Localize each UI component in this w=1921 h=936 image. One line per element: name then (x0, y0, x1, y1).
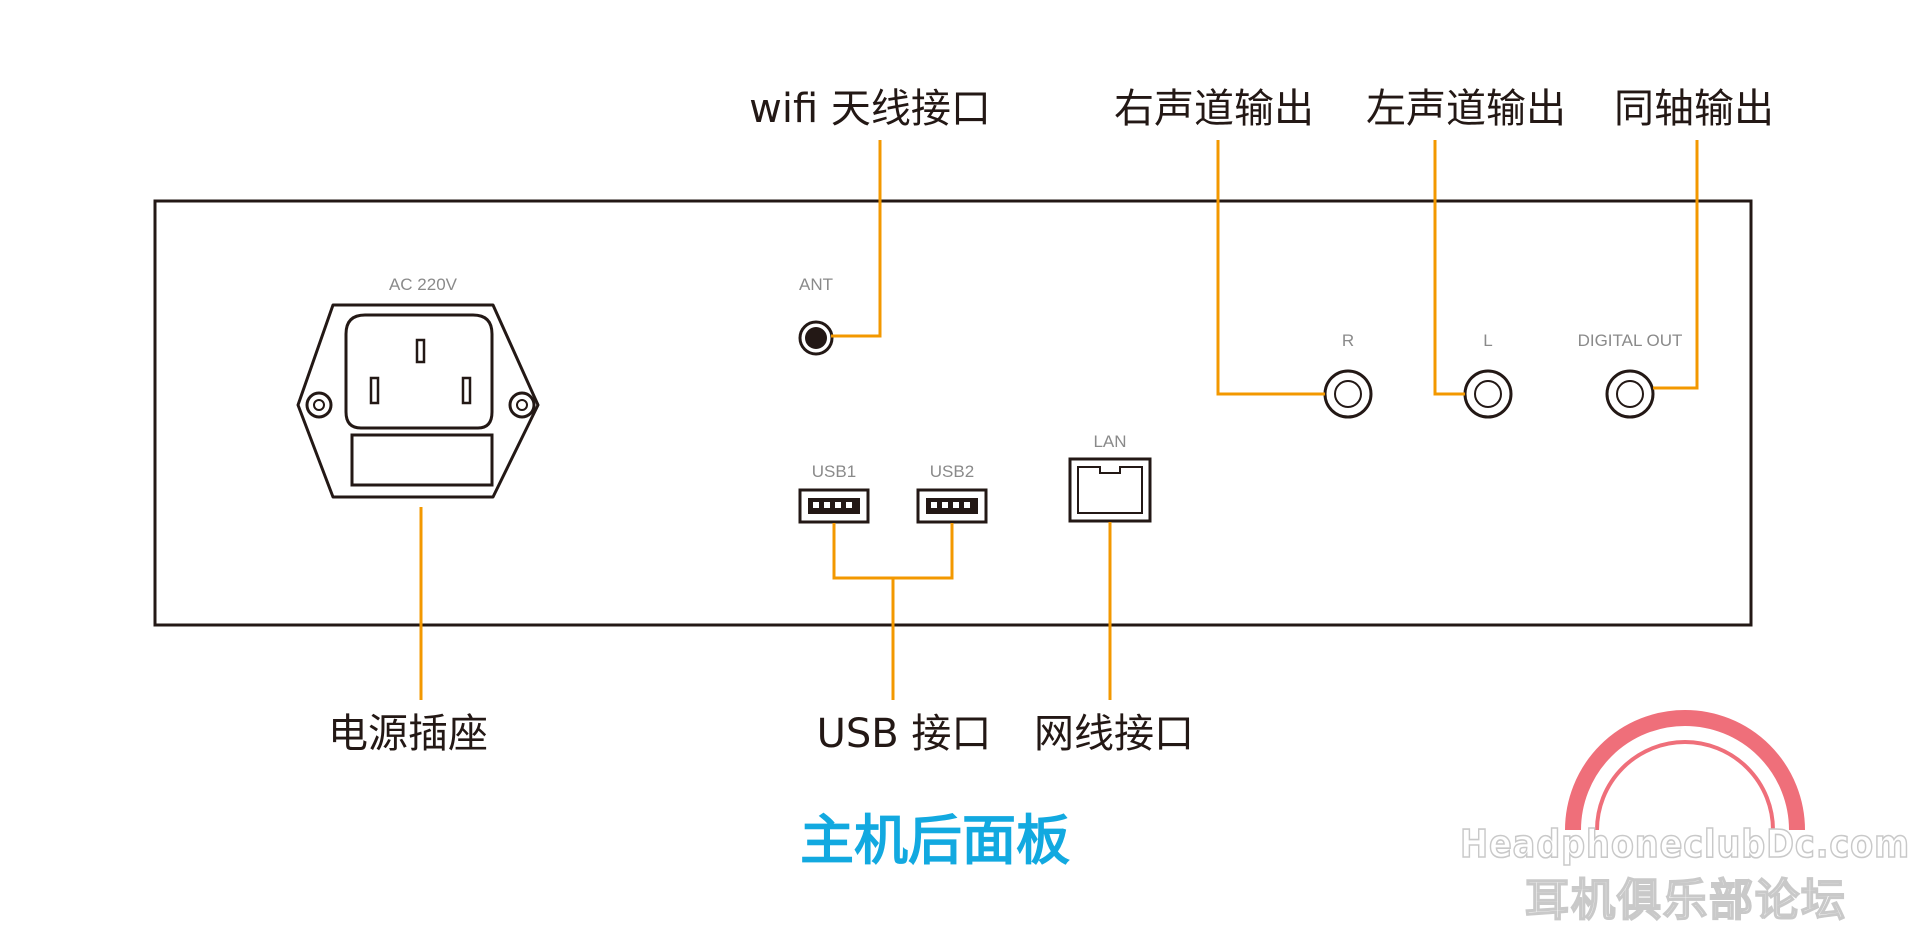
panel-outline (153, 199, 1753, 627)
watermark-english: HeadphoneclubDc.com (1460, 822, 1910, 866)
watermark-logo: HeadphoneclubDc.com 耳机俱乐部论坛 (1459, 710, 1910, 927)
left-channel-jack: L (1463, 331, 1513, 419)
leader-left (1433, 140, 1465, 396)
callout-power: 电源插座 (328, 711, 488, 757)
coax-digital-jack: DIGITAL OUT (1578, 331, 1683, 419)
callout-left-channel: 左声道输出 (1366, 86, 1566, 132)
diagram-title: 主机后面板 (800, 809, 1070, 872)
usb2-label: USB2 (930, 462, 974, 481)
headphone-arc-icon (1565, 710, 1805, 831)
ant-label: ANT (799, 275, 833, 294)
lan-port: LAN (1068, 432, 1152, 523)
antenna-port: ANT (798, 275, 834, 356)
leader-wifi (831, 140, 882, 338)
power-inlet: AC 220V (296, 275, 540, 499)
l-label: L (1483, 331, 1492, 350)
leader-usb (832, 523, 954, 580)
callout-lan: 网线接口 (1034, 711, 1194, 757)
usb2-port: USB2 (916, 462, 988, 524)
callout-coax: 同轴输出 (1614, 86, 1774, 132)
lan-label: LAN (1093, 432, 1126, 451)
callout-usb: USB 接口 (817, 711, 992, 757)
right-channel-jack: R (1323, 331, 1373, 419)
digital-out-label: DIGITAL OUT (1578, 331, 1683, 350)
usb1-label: USB1 (812, 462, 856, 481)
r-label: R (1342, 331, 1354, 350)
callout-wifi: wifi 天线接口 (749, 86, 991, 132)
leader-right (1216, 140, 1325, 396)
callout-right-channel: 右声道输出 (1114, 86, 1314, 132)
ac-voltage-label: AC 220V (389, 275, 458, 294)
usb1-port: USB1 (798, 462, 870, 524)
watermark-chinese: 耳机俱乐部论坛 (1525, 875, 1847, 926)
leader-coax (1653, 140, 1699, 390)
